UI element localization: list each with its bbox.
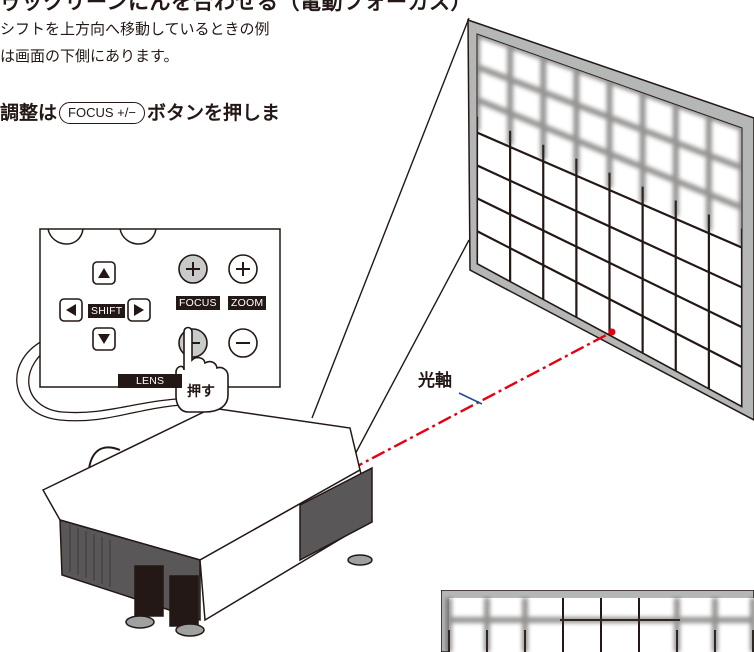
projector: [41, 407, 373, 637]
focus-key-label: FOCUS +/−: [59, 102, 145, 124]
zoom-label: ZOOM: [228, 296, 267, 310]
optical-axis-line: [349, 330, 613, 472]
description-line-2: は画面の下側にあります。: [0, 47, 179, 65]
push-label: 押す: [187, 384, 215, 400]
projection-cone: [311, 17, 470, 461]
lens-label: LENS: [118, 374, 183, 388]
page-heading: ゥックリーンにんを合わせる（電動フォーカス）: [0, 0, 472, 14]
step-prefix: 調整は: [0, 102, 58, 124]
projection-screen: [467, 18, 754, 421]
shift-label: SHIFT: [88, 304, 126, 318]
axis-point: [608, 328, 616, 336]
axis-label-leader: [458, 392, 483, 405]
focus-label: FOCUS: [176, 296, 220, 310]
pointing-hand-icon: [175, 326, 229, 413]
optical-axis-label: 光軸: [418, 371, 452, 391]
inset-screen-example: [441, 590, 754, 652]
step-suffix: ボタンを押しま: [146, 102, 280, 124]
description-line-1: シフトを上方向へ移動しているときの例: [0, 20, 270, 38]
